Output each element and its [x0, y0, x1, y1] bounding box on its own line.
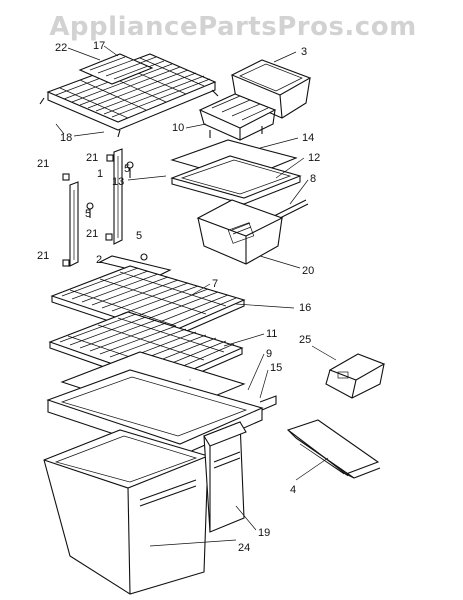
- part-25-bin: [325, 353, 386, 399]
- callout-22: 22: [55, 42, 68, 54]
- callout-24: 24: [238, 542, 251, 554]
- callout-21-upper-mid: 21: [86, 152, 99, 164]
- callout-17: 17: [93, 40, 106, 52]
- callout-21-upper-left: 21: [37, 158, 50, 170]
- callout-4: 4: [290, 484, 297, 496]
- callout-5-mid: 5: [85, 208, 92, 220]
- callout-3: 3: [301, 46, 308, 58]
- callout-9: 9: [266, 348, 273, 360]
- callout-5-upper: 5: [124, 163, 131, 175]
- callout-7: 7: [212, 278, 219, 290]
- callout-21-lower-left: 21: [37, 250, 50, 262]
- callout-8: 8: [310, 173, 317, 185]
- part-3-drawer: [230, 59, 312, 119]
- part-1-vertical-rails: [62, 148, 172, 277]
- part-24-crisper-drawer: [43, 429, 209, 595]
- part-10-tray: [198, 93, 277, 141]
- callout-21-lower-mid: 21: [86, 228, 99, 240]
- part-4-slide-drawer: [286, 419, 381, 479]
- callout-2: 2: [96, 254, 103, 266]
- callout-18: 18: [60, 132, 73, 144]
- callout-20: 20: [302, 265, 315, 277]
- part-9-cover-frame: [46, 369, 277, 457]
- callout-16: 16: [299, 302, 312, 314]
- callout-14: 14: [302, 132, 315, 144]
- callout-25: 25: [299, 334, 312, 346]
- part-20-drawer: [196, 199, 284, 265]
- callout-13: 13: [112, 176, 125, 188]
- leader-lines: [55, 45, 337, 547]
- callout-10: 10: [172, 122, 185, 134]
- watermark: AppliancePartsPros.com: [49, 12, 417, 42]
- callout-19: 19: [258, 527, 271, 539]
- part-17-top-shelf: [39, 53, 219, 138]
- part-19-crisper-drawer: [203, 421, 247, 533]
- callout-11: 11: [266, 328, 278, 340]
- callout-12: 12: [308, 152, 321, 164]
- callout-5-lower: 5: [136, 230, 143, 242]
- callout-1: 1: [97, 168, 104, 180]
- callout-15: 15: [270, 362, 283, 374]
